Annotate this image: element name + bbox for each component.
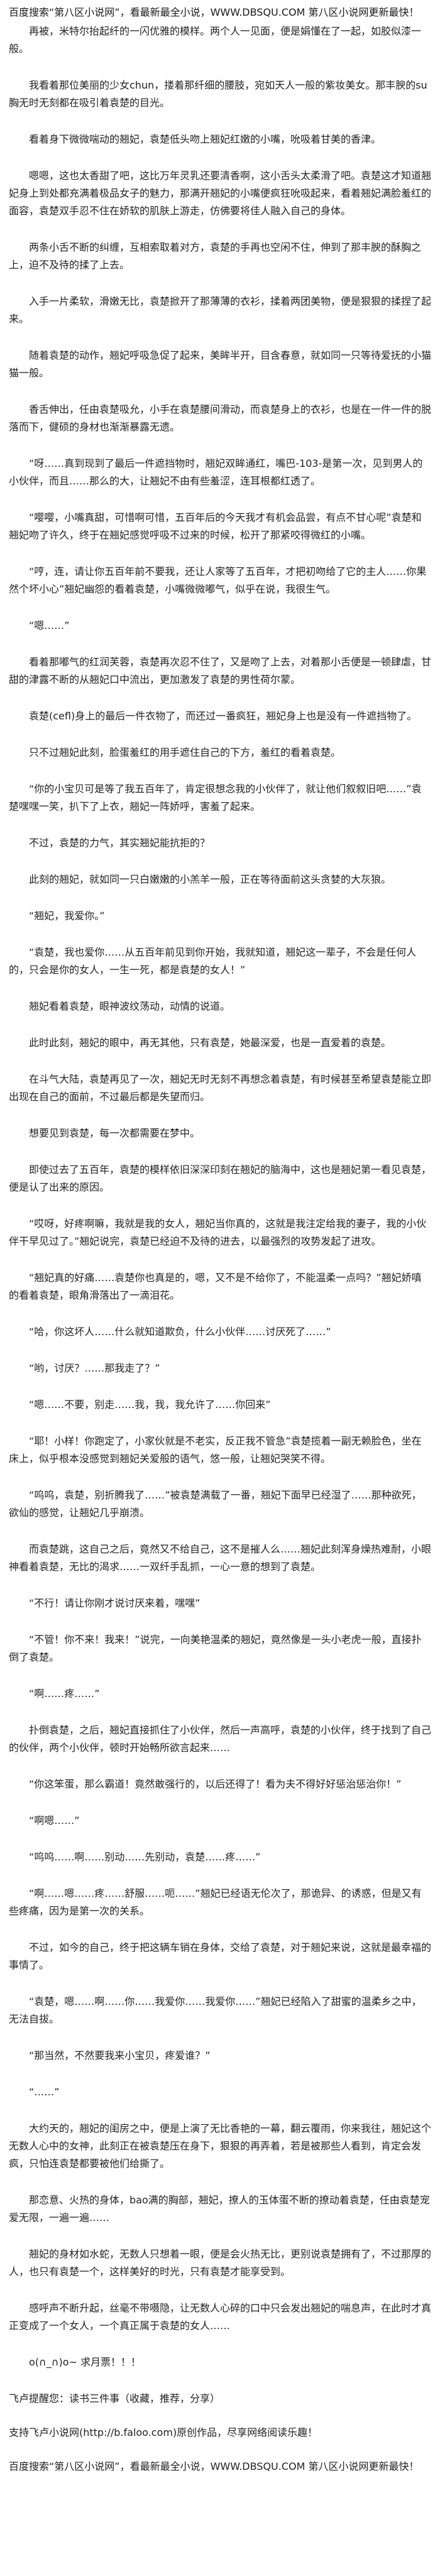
chapter-paragraph: “哎呀，好疼啊嘛，我就是我的女人，翘妃当你真的，这就是我注定给我的妻子，我的小伙… (9, 1218, 427, 1247)
chapter-paragraph: 再被，米特尔抬起纤的一闪优雅的模样。两个人一见面，便是娟懂在了一起，如胶似漆一般… (9, 25, 422, 55)
chapter-paragraph: “嘤嘤，小嘴真甜，可惜啊可惜，五百年后的今天我才有机会品尝，有点不甘心呢”袁楚和… (9, 511, 422, 541)
chapter-paragraph: 即使过去了五百年，袁楚的模样依旧深深印刻在翘妃的脑海中，这也是翘妃第一看见袁楚，… (9, 1164, 432, 1193)
chapter-paragraph: 入手一片柔软，滑嫩无比，袁楚掀开了那薄薄的衣衫，揉着两团美物，便是狠狠的揉捏了起… (9, 295, 432, 325)
chapter-paragraph: 翘妃的身材如水蛇，无数人只想着一眼，便是会火热无比，更别说袁楚拥有了，不过那厚的… (9, 2248, 432, 2278)
chapter-paragraph: “……” (29, 2086, 60, 2098)
chapter-paragraph: “不管！你不来！我来！”说完，一向美艳温柔的翘妃，竟然像是一头小老虎一般，直接扑… (9, 1634, 422, 1663)
chapter-paragraph: “哟，讨厌？……那我走了？” (29, 1362, 160, 1374)
chapter-paragraph: 香舌伸出，任由袁楚吸允，小手在袁楚腰间滑动，而袁楚身上的衣衫，也是在一件一件的脱… (9, 403, 432, 433)
chapter-paragraph: 翘妃看着袁楚，眼神波纹荡动，动情的说道。 (29, 1000, 231, 1012)
chapter-paragraph: 随着袁楚的动作，翘妃呼吸急促了起来，美眸半开，目含春意，就如同一只等待爱抚的小猫… (9, 349, 432, 379)
chapter-paragraph: 那恋意、火热的身体，bao满的胸部，翘妃，撩人的玉体蛋不断的撩动着袁楚，任由袁楚… (9, 2194, 430, 2224)
chapter-paragraph: 看着那嘟气的红润芙蓉，袁楚再次忍不住了，又是吻了上去，对着那小舌便是一顿肆虐，甘… (9, 656, 432, 685)
chapter-paragraph: “翘妃，我爱你。” (29, 910, 105, 922)
chapter-paragraph: “哈，你这坏人……什么就知道欺负，什么小伙伴……讨厌死了……” (29, 1326, 331, 1338)
chapter-paragraph: “翘妃真的好痛……袁楚你也真是的，嗯，又不是不给你了，不能温柔一点吗？”翘妃娇嗔… (9, 1272, 422, 1301)
chapter-paragraph: 我看着那位美丽的少女chun，搂着那纤细的腰肢，宛如天人一般的紫妆美女。那丰腴的… (9, 79, 427, 109)
chapter-paragraph: 不过，袁楚的力气，其实翘妃能抗拒的？ (29, 837, 211, 849)
chapter-paragraph: 此时此刻，翘妃的眼中，再无其他，只有袁楚，她最深爱，也是一直爱着的袁楚。 (29, 1037, 392, 1049)
chapter-paragraph: “呀……真到现到了最后一件遮挡物时，翘妃双眸通红，嘴巴-103-是第一次，见到男… (9, 457, 423, 487)
chapter-paragraph: “袁楚，我也爱你……从五百年前见到你开始，我就知道，翘妃这一辈子，不会是任何人的… (9, 946, 417, 976)
chapter-paragraph: “哼，连，请让你五百年前不要我，还让人家等了五百年，才把初吻给了它的主人……你果… (9, 565, 427, 595)
chapter-paragraph: “呜呜……啊……别动……先别动，袁楚……疼……” (29, 1851, 261, 1863)
chapter-footer: 飞卢提醒您：读书三件事（收藏，推荐，分享） 支持飞卢小说网(http://b.f… (0, 2390, 440, 2442)
site-banner-bottom: 百度搜索“第八区小说网”，看最新最全小说，WWW.DBSQU.COM 第八区小说… (9, 2460, 419, 2472)
chapter-paragraph: “嗯……” (29, 619, 70, 631)
chapter-paragraph: 看着身下微微喘动的翘妃，袁楚低头吻上翘妃红嫩的小嘴，吮吸着甘美的香津。 (29, 133, 382, 145)
chapter-paragraph: “嗯……不要，别走……我，我，我允许了……你回来” (29, 1399, 271, 1411)
chapter-paragraph: “你这笨蛋，那么霸道！竟然敢强行的，以后还得了！看为夫不得好好惩治惩治你！” (29, 1778, 402, 1790)
chapter-paragraph: 嗯嗯，这也太香甜了吧，这比万年灵乳还要清香啊，这小舌头太柔滑了吧。袁楚这才知道翘… (9, 170, 432, 217)
chapter-paragraph: “袁楚，嗯……啊……你……我爱你……我爱你……”翘妃已经陷入了甜蜜的温柔乡之中，… (9, 1995, 422, 2025)
chapter-paragraph: 感呼声不断升起，丝毫不带嗫隐，让无数人心碎的口中只会发出翘妃的喘息声，在此时才真… (9, 2302, 432, 2332)
chapter-paragraph: “啊……疼……” (29, 1688, 100, 1700)
chapter-paragraph: o(∩_∩)o~ 求月票！！！ (29, 2356, 141, 2368)
chapter-paragraph: “耶！小样！你跑定了，小家伙就是不老实，反正我不管急”袁楚揽着一副无赖脸色，坐在… (9, 1435, 422, 1465)
chapter-paragraph: 扑倒袁楚，之后，翘妃直接抓住了小伙伴，然后一声高呼，袁楚的小伙伴，终于找到了自己… (9, 1724, 432, 1754)
chapter-paragraph: 此刻的翘妃，就如同一只白嫩嫩的小羔羊一般，正在等待面前这头贪婪的大灰狼。 (29, 873, 392, 885)
site-banner-top: 百度搜索“第八区小说网”，看最新最全小说，WWW.DBSQU.COM 第八区小说… (9, 6, 419, 18)
chapter-paragraph: 大约天的，翘妃的闺房之中，便是上演了无比香艳的一幕，翻云覆雨，你来我往，翘妃这个… (9, 2122, 432, 2169)
chapter-paragraph: 在斗气大陆，袁楚再见了一次，翘妃无时无刻不再想念着袁楚，有时候甚至希望袁楚能立即… (9, 1073, 432, 1103)
chapter-paragraph: “呜呜，袁楚，别折腾我了……”被袁楚满载了一番，翘妃下面早已经湿了……那种欲死，… (9, 1489, 422, 1519)
site-support-link[interactable]: 支持飞卢小说网(http://b.faloo.com)原创作品，尽享网络阅读乐趣… (9, 2426, 318, 2438)
chapter-paragraph: 想要见到袁楚，每一次都需要在梦中。 (29, 1127, 201, 1139)
chapter-paragraph: “你的小宝贝可是等了我五百年了，肯定很想念我的小伙伴了，就让他们叙叙旧吧……”袁… (9, 783, 422, 812)
chapter-paragraph: “不行！请让你刚才说讨厌来着，嘿嘿” (29, 1597, 201, 1609)
chapter-paragraph: 两条小舌不断的纠缠，互相索取着对方，袁楚的手再也空闲不住，伸到了那丰腴的酥胸之上… (9, 241, 422, 271)
chapter-paragraph: “啊嗯……” (29, 1815, 80, 1826)
reading-tip: 飞卢提醒您：读书三件事（收藏，推荐，分享） (9, 2393, 221, 2404)
chapter-content: 再被，米特尔抬起纤的一闪优雅的模样。两个人一见面，便是娟懂在了一起，如胶似漆一般… (0, 23, 440, 2371)
chapter-paragraph: 不过，如今的自己，终于把这辆车销在身体，交给了袁楚，对于翘妃来说，这就是最幸福的… (9, 1941, 432, 1971)
chapter-paragraph: “那当然，不然要我来小宝贝，疼爱谁？” (29, 2049, 211, 2061)
chapter-paragraph: “啊……嗯……疼……舒服……呃……”翘妃已经语无伦次了，那诡异、的诱惑，但是又有… (9, 1887, 422, 1917)
chapter-paragraph: 袁楚(cefl)身上的最后一件衣物了，而还过一番疯狂，翘妃身上也是没有一件遮挡物… (29, 710, 417, 722)
chapter-paragraph: 而袁楚跳，这自己之后，竟然又不给自己，这不是摧人么……翘妃此刻浑身燥热难耐，小眼… (9, 1543, 432, 1573)
chapter-paragraph: 只不过翘妃此刻，脸蛋羞红的用手遮住自己的下方，羞红的看着袁楚。 (29, 746, 341, 758)
